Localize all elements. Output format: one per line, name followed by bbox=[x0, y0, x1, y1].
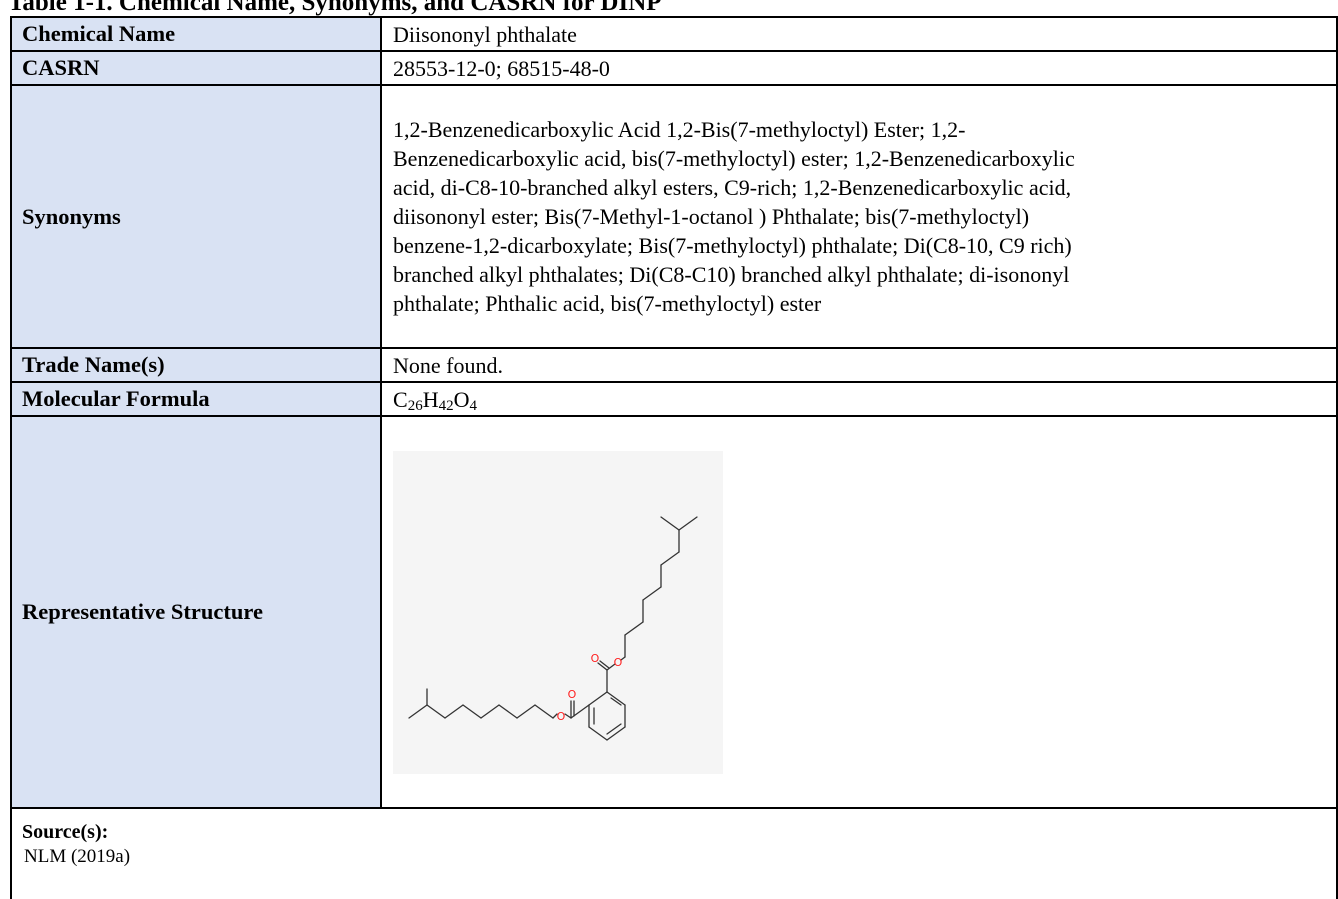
synonyms-line: Benzenedicarboxylic acid, bis(7-methyloc… bbox=[393, 145, 1075, 171]
formula-carbon-count: 26 bbox=[407, 397, 423, 414]
casrn-value: 28553-12-0; 68515-48-0 bbox=[380, 50, 1338, 86]
table-row: Synonyms 1,2-Benzenedicarboxylic Acid 1,… bbox=[10, 84, 1338, 349]
structure-cell: O O O O bbox=[380, 415, 1338, 809]
table-row: Representative Structure bbox=[10, 415, 1338, 809]
table-row: Source(s): NLM (2019a) bbox=[10, 807, 1338, 899]
oxygen-labels: O O O O bbox=[557, 652, 623, 723]
bond-lines bbox=[408, 515, 698, 741]
synonyms-line: acid, di-C8-10-branched alkyl esters, C9… bbox=[393, 174, 1072, 200]
source-value: NLM (2019a) bbox=[24, 846, 131, 867]
table-row: Chemical Name Diisononyl phthalate bbox=[10, 16, 1338, 52]
chemical-name-value: Diisononyl phthalate bbox=[380, 16, 1338, 52]
source-cell: Source(s): NLM (2019a) bbox=[10, 807, 1338, 899]
oxygen-atom: O bbox=[568, 688, 577, 701]
synonyms-line: 1,2-Benzenedicarboxylic Acid 1,2-Bis(7-m… bbox=[393, 116, 966, 142]
casrn-label: CASRN bbox=[10, 50, 382, 86]
trade-names-value: None found. bbox=[380, 347, 1338, 383]
oxygen-atom: O bbox=[591, 652, 600, 665]
formula-oxygen: O bbox=[453, 386, 470, 412]
table-row: CASRN 28553-12-0; 68515-48-0 bbox=[10, 50, 1338, 86]
chemical-name-label: Chemical Name bbox=[10, 16, 382, 52]
synonyms-line: phthalate; Phthalic acid, bis(7-methyloc… bbox=[393, 290, 822, 316]
molecular-formula-value: C26H42O4 bbox=[380, 381, 1338, 417]
table-row: Molecular Formula C26H42O4 bbox=[10, 381, 1338, 417]
table-caption: Table 1-1. Chemical Name, Synonyms, and … bbox=[8, 0, 662, 16]
table-row: Trade Name(s) None found. bbox=[10, 347, 1338, 383]
chemical-info-table: Chemical Name Diisononyl phthalate CASRN… bbox=[10, 16, 1338, 899]
trade-names-label: Trade Name(s) bbox=[10, 347, 382, 383]
synonyms-label: Synonyms bbox=[10, 84, 382, 349]
formula-oxygen-count: 4 bbox=[469, 397, 477, 414]
formula-carbon: C bbox=[393, 386, 408, 412]
formula-hydrogen: H bbox=[422, 386, 439, 412]
synonyms-line: branched alkyl phthalates; Di(C8-C10) br… bbox=[393, 261, 1070, 287]
oxygen-atom: O bbox=[557, 710, 566, 723]
molecule-structure: O O O O bbox=[393, 450, 723, 774]
structure-image: O O O O bbox=[393, 450, 723, 774]
synonyms-line: diisononyl ester; Bis(7-Methyl-1-octanol… bbox=[393, 203, 1030, 229]
synonyms-value: 1,2-Benzenedicarboxylic Acid 1,2-Bis(7-m… bbox=[380, 84, 1338, 349]
oxygen-atom: O bbox=[614, 656, 623, 669]
molecular-formula-label: Molecular Formula bbox=[10, 381, 382, 417]
structure-label: Representative Structure bbox=[10, 415, 382, 809]
synonyms-line: benzene-1,2-dicarboxylate; Bis(7-methylo… bbox=[393, 232, 1072, 258]
formula-hydrogen-count: 42 bbox=[438, 397, 454, 414]
